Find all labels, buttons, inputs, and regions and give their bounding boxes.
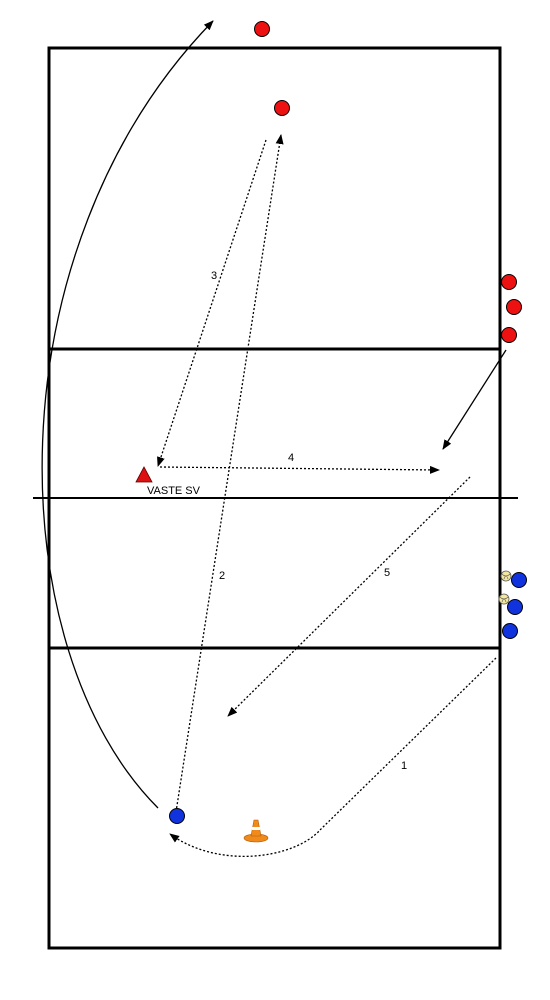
step-label-5: 5	[384, 567, 390, 579]
blue-player-icon	[502, 623, 518, 639]
blue-player-icon	[511, 572, 527, 588]
step-label-4: 4	[288, 452, 294, 464]
volleyball-icon	[500, 570, 512, 582]
solid-pass-arrow	[442, 349, 507, 450]
blue-player-icon	[507, 599, 523, 615]
path-4-arrow	[159, 465, 440, 474]
player-run-arrow	[41, 20, 214, 809]
setter-triangle-icon	[135, 466, 153, 483]
step-label-2: 2	[219, 570, 225, 582]
path-5-arrow	[227, 476, 471, 717]
red-player-icon	[501, 327, 517, 343]
path-1-arrow	[169, 657, 497, 858]
fixed-setter-label: VASTE SV	[147, 485, 201, 497]
volleyball-icon	[498, 593, 510, 605]
path-2-arrow	[175, 134, 284, 813]
red-player-icon	[254, 21, 270, 37]
red-player-icon	[274, 100, 290, 116]
blue-player-icon	[169, 808, 185, 824]
step-label-1: 1	[401, 760, 407, 772]
training-cone-icon	[243, 819, 269, 843]
path-3-arrow	[157, 139, 267, 467]
step-label-3: 3	[211, 270, 217, 282]
red-player-icon	[506, 299, 522, 315]
red-player-icon	[501, 274, 517, 290]
